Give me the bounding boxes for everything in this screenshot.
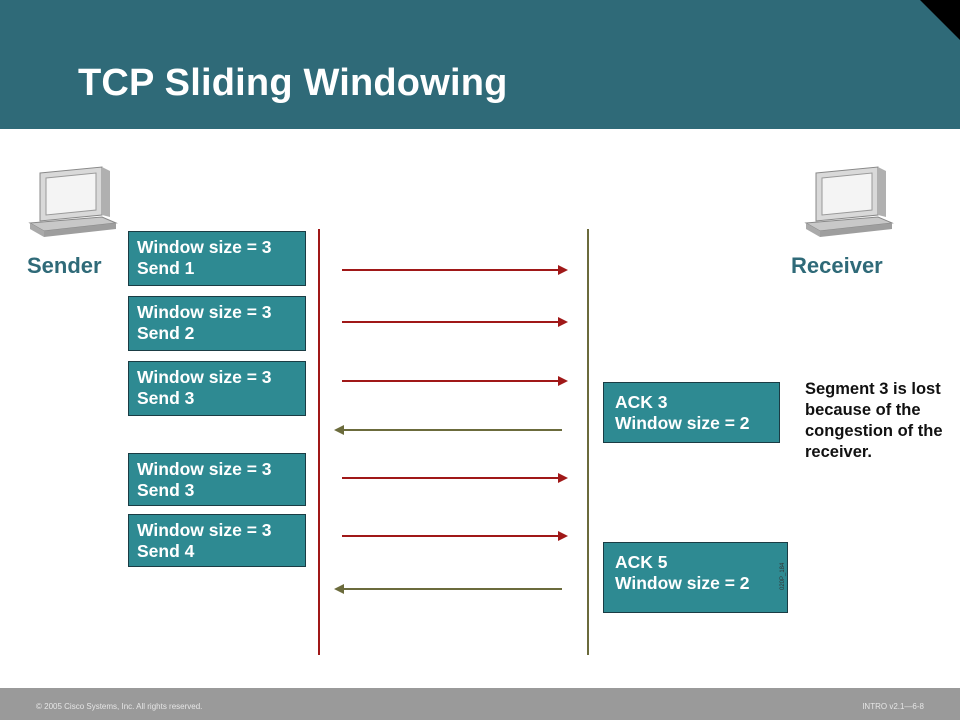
sender-box-send-2: Window size = 3 Send 2	[128, 296, 306, 351]
box-line: Window size = 3	[137, 302, 272, 322]
corner-decoration	[920, 0, 960, 40]
box-line: Send 4	[137, 541, 195, 561]
title-bar	[0, 0, 960, 129]
receiver-box-ack-3: ACK 3 Window size = 2	[603, 382, 780, 443]
box-line: Window size = 2	[615, 573, 750, 593]
box-line: Send 3	[137, 388, 195, 408]
brand-watermark: MyShared	[768, 656, 894, 686]
box-line: Window size = 3	[137, 520, 272, 540]
box-line: Window size = 3	[137, 459, 272, 479]
box-line: Send 1	[137, 258, 195, 278]
copyright-text: © 2005 Cisco Systems, Inc. All rights re…	[36, 702, 203, 711]
sender-box-send-1: Window size = 3 Send 1	[128, 231, 306, 286]
box-line: Window size = 2	[615, 413, 750, 433]
slide-title: TCP Sliding Windowing	[78, 62, 508, 104]
box-line: Send 2	[137, 323, 195, 343]
box-line: Send 3	[137, 480, 195, 500]
receiver-label: Receiver	[791, 253, 883, 278]
sender-box-send-4: Window size = 3 Send 4	[128, 514, 306, 567]
receiver-box-ack-5: ACK 5 Window size = 2	[603, 542, 788, 613]
receiver-computer-icon	[804, 166, 894, 237]
box-line: Window size = 3	[137, 237, 272, 257]
footer-bar	[0, 688, 960, 720]
page-number: INTRO v2.1—6-8	[862, 702, 924, 711]
segment-lost-note: Segment 3 is lost because of the congest…	[805, 380, 943, 461]
box-line: ACK 5	[615, 552, 668, 572]
sender-label: Sender	[27, 253, 102, 278]
sender-box-resend-3: Window size = 3 Send 3	[128, 453, 306, 506]
figure-code: 020P_184	[780, 562, 786, 590]
sender-computer-icon	[28, 166, 118, 237]
box-line: Window size = 3	[137, 367, 272, 387]
sender-box-send-3: Window size = 3 Send 3	[128, 361, 306, 416]
box-line: ACK 3	[615, 392, 668, 412]
